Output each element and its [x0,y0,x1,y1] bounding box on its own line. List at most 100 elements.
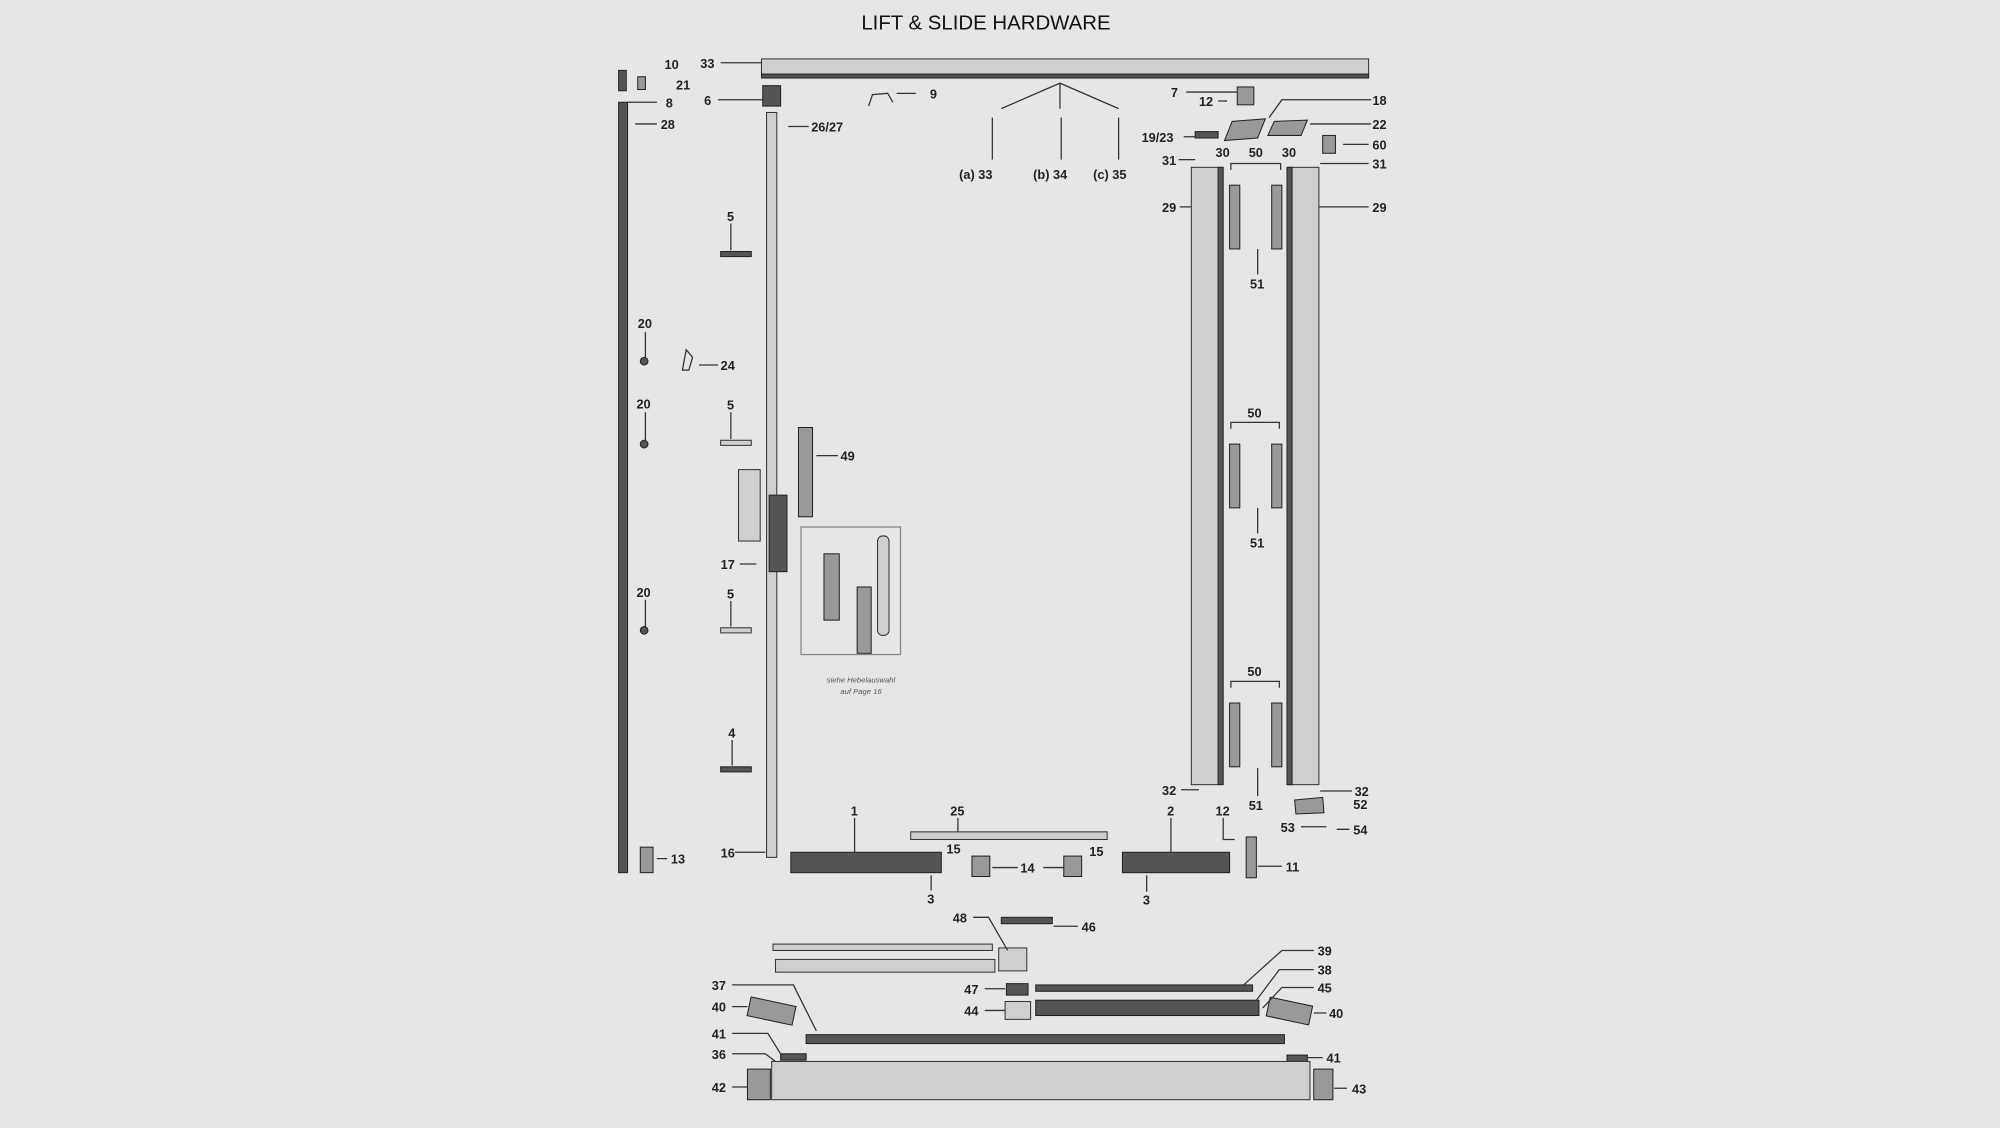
part-14 [971,855,991,878]
part-label: 29 [1372,200,1386,215]
threshold-36 [771,1060,1311,1101]
part-label: 39 [1318,944,1332,959]
part-52 [1294,796,1325,815]
part-19-23 [1194,131,1219,139]
parts [618,58,1370,1101]
part-label: 18 [1372,93,1386,108]
part-label: 5 [727,209,734,224]
part-label: 14 [1020,861,1035,876]
seal-30 [1217,166,1224,786]
part-label: 7 [1171,85,1178,100]
profile-29 [1287,166,1320,786]
part-label: 15 [946,842,960,857]
part-48 [998,947,1028,972]
part-label: 3 [927,891,934,906]
part-label: 24 [721,358,736,373]
part-10 [637,76,646,91]
keeper-plate [738,469,761,542]
part-label: 11 [1286,859,1299,874]
part-41 [780,1053,807,1061]
part-20 [639,356,649,366]
screw-5 [720,627,752,634]
part-label: (a) 33 [959,167,992,182]
part-label: 12 [1199,94,1213,109]
part-label: 51 [1249,798,1263,813]
part-label: 32 [1162,783,1176,798]
part-label: (b) 34 [1033,167,1068,182]
part-46 [1000,916,1053,925]
part-13 [639,846,654,874]
brush-seals-50 [1229,184,1283,768]
part-6 [762,85,782,107]
part-label: 42 [712,1080,726,1095]
part-9 [868,92,894,107]
part-41 [1286,1054,1308,1062]
part-label: 50 [1249,145,1263,160]
part-label: 17 [721,557,735,572]
handle-caption-line1: siehe Hebelauswahl [827,676,896,685]
part-label: 4 [728,725,736,740]
part-label: 48 [953,910,967,925]
part-label: 40 [1329,1006,1343,1021]
part-label: 3 [1143,893,1150,908]
part-label: 31 [1162,153,1176,168]
part-label: 19/23 [1142,130,1174,145]
handle-escutcheon [856,586,872,654]
part-label: 44 [964,1004,979,1019]
part-label: 50 [1247,405,1261,420]
rail-25 [910,831,1108,841]
part-label: 5 [727,586,734,601]
part-20 [639,625,649,635]
part-label: 49 [841,449,855,464]
part-label: 30 [1216,145,1230,160]
part-label: 40 [712,1000,726,1015]
part-label: 12 [1216,803,1230,818]
part-label: 36 [712,1047,726,1062]
part-label: 6 [704,93,711,108]
part-label: 32 [1355,784,1369,799]
part-40 [746,996,797,1026]
part-label: 41 [1327,1051,1341,1066]
part-47 [1005,983,1029,996]
part-label: (c) 35 [1093,167,1126,182]
top-rail [760,58,1370,75]
part-44 [1004,1000,1032,1020]
part-label: 46 [1082,919,1096,934]
part-label: 8 [666,95,673,110]
part-7 [1236,86,1255,106]
end-cap-43 [1313,1068,1334,1101]
end-cap-42 [746,1068,771,1101]
gear-mechanism [768,494,788,573]
part-18 [1223,118,1267,142]
part-60 [1322,134,1336,154]
part-label: 43 [1352,1081,1366,1096]
part-label: 37 [712,978,726,993]
part-label: 52 [1353,797,1367,812]
part-label: 60 [1372,137,1386,152]
part-label: 9 [930,86,937,101]
handle-selection-box [800,526,902,656]
screw-4 [720,766,752,773]
part-label: 54 [1353,822,1368,837]
part-label: 5 [727,398,734,413]
part-label: 20 [636,396,650,411]
part-label: 13 [671,852,685,867]
part-label: 20 [638,316,652,331]
part-11 [1245,836,1257,879]
part-label: 20 [636,585,650,600]
part-label: 38 [1318,963,1332,978]
leader-lines [627,62,1372,1089]
part-label: 1 [851,803,858,818]
track-ghost [772,943,993,951]
part-label: 47 [964,982,978,997]
rail-38 [1035,999,1260,1017]
part-label: 29 [1162,200,1176,215]
part-20 [639,439,649,449]
carriage-2 [1121,851,1231,874]
diagram-title: LIFT & SLIDE HARDWARE [861,13,1110,35]
part-label: 22 [1372,117,1386,132]
part-label: 33 [700,56,714,71]
handle-lever [877,535,890,636]
rail-37 [805,1034,1285,1045]
part-label: 25 [950,803,964,818]
